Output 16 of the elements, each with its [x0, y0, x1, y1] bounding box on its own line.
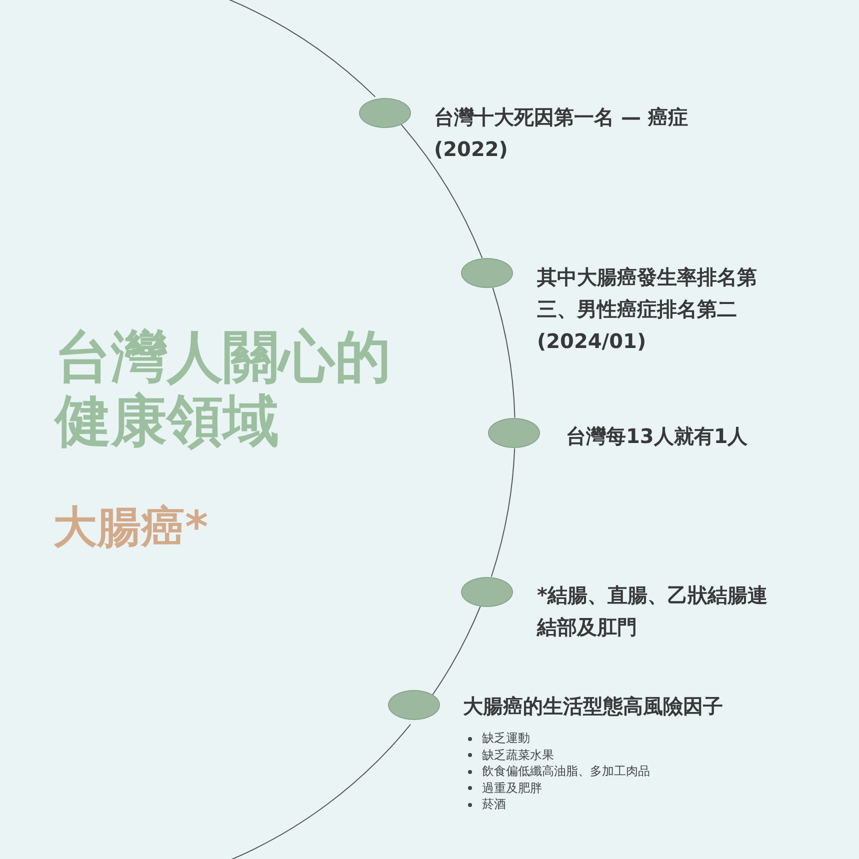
section-heading: 大腸癌的生活型態高風險因子: [463, 693, 724, 720]
title: 台灣人關心的健康領域: [55, 326, 392, 454]
arc-line: [492, 287, 516, 418]
list-item-text: 菸酒: [482, 797, 506, 811]
list-item-text: 飲食偏低纖高油脂、多加工肉品: [482, 764, 650, 778]
subtitle: 大腸癌*: [53, 501, 208, 555]
list-item-text: 缺乏蔬菜水果: [482, 748, 554, 762]
list-item-text: 過重及肥胖: [482, 780, 542, 794]
arc-line: [228, 0, 376, 98]
fact-text: 其中大腸癌發生率排名第三、男性癌症排名第二 (2024/01): [537, 264, 758, 355]
fact-text: 台灣每13人就有1人: [566, 423, 749, 450]
arc-line: [400, 123, 483, 258]
list-item-text: 缺乏運動: [482, 731, 530, 745]
fact-text: *結腸、直腸、乙狀結腸連結部及肛門: [537, 582, 768, 641]
fact-text: 台灣十大死因第一名 — 癌症 (2022): [434, 104, 689, 163]
arc-line: [490, 448, 516, 578]
